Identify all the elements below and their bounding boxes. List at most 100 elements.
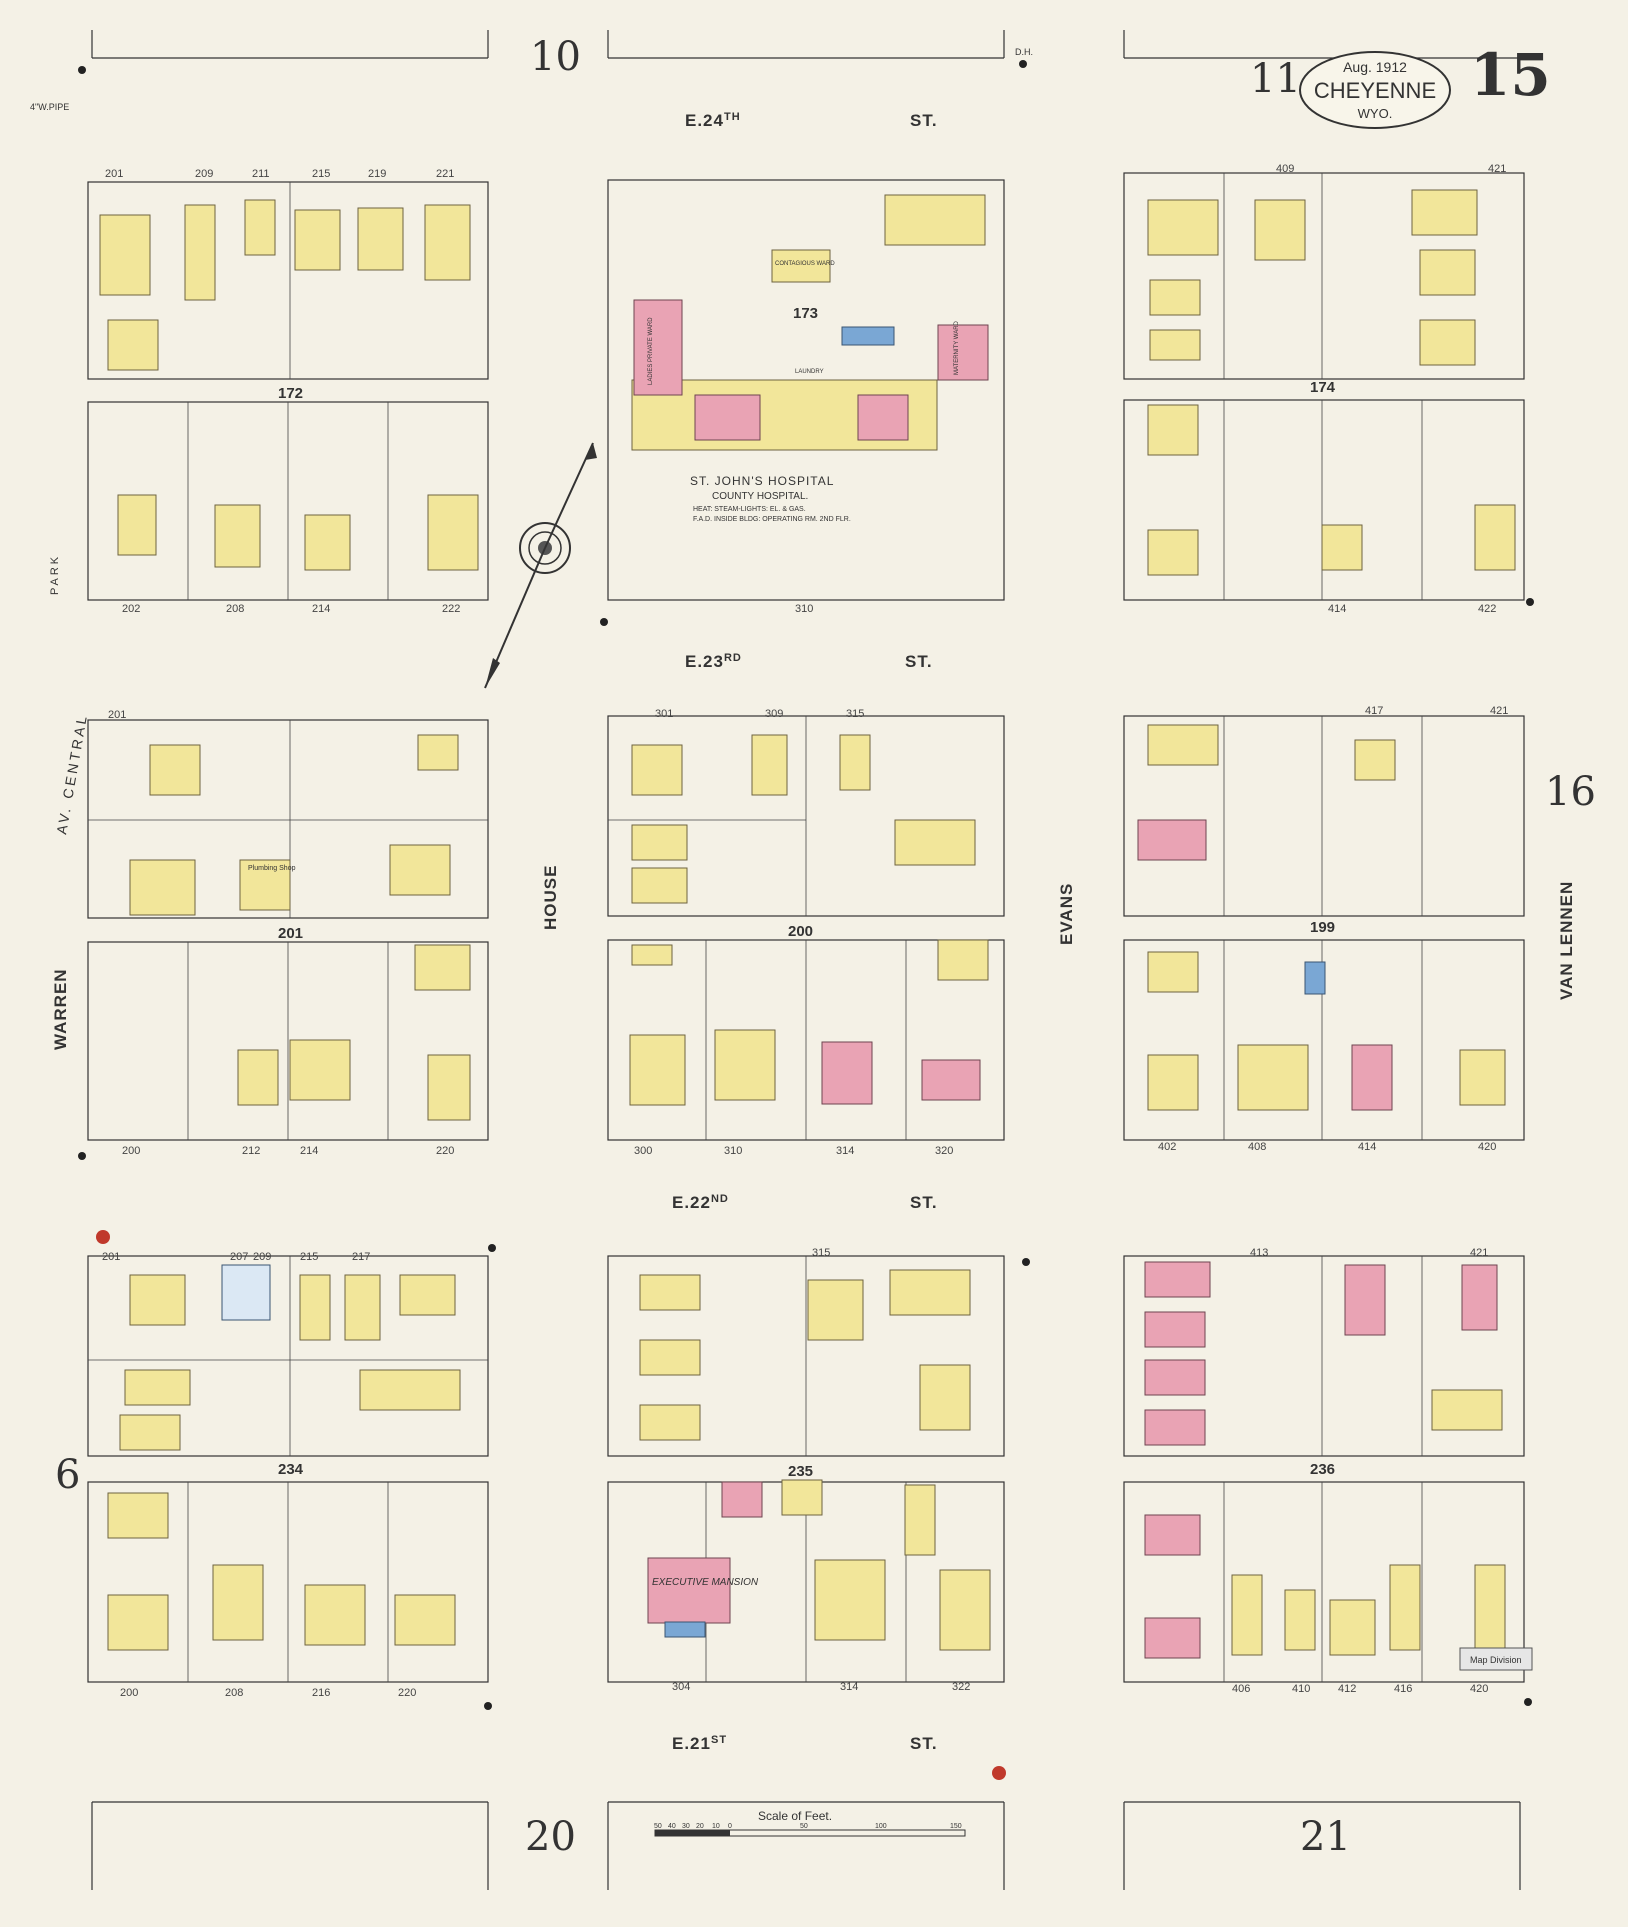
svg-text:215: 215 bbox=[300, 1251, 318, 1263]
ward-contagious: CONTAGIOUS WARD bbox=[775, 261, 835, 267]
block-172: 172 bbox=[278, 385, 303, 402]
svg-text:416: 416 bbox=[1394, 1683, 1412, 1695]
street-e21-suffix: ST bbox=[711, 1734, 727, 1746]
street-evans: EVANS bbox=[1057, 883, 1076, 945]
map-division-label: Map Division bbox=[1470, 1655, 1522, 1665]
sheet-borders bbox=[91, 30, 1521, 1890]
svg-text:309: 309 bbox=[765, 708, 783, 720]
dh-label: D.H. bbox=[1015, 47, 1033, 57]
svg-text:220: 220 bbox=[436, 1145, 454, 1157]
hydrant-icon bbox=[484, 1702, 492, 1710]
svg-text:50: 50 bbox=[800, 1823, 808, 1830]
block-236: 236 bbox=[1310, 1461, 1335, 1478]
street-e23: E.23RD bbox=[685, 652, 742, 671]
ward-maternity: MATERNITY WARD bbox=[954, 320, 960, 375]
adjoining-sheet-top-left[interactable]: 10 bbox=[530, 34, 581, 80]
svg-text:420: 420 bbox=[1478, 1141, 1496, 1153]
svg-text:408: 408 bbox=[1248, 1141, 1266, 1153]
fire-alarm-icon bbox=[992, 1766, 1006, 1780]
svg-text:421: 421 bbox=[1488, 163, 1506, 175]
svg-text:217: 217 bbox=[352, 1251, 370, 1263]
street-e21-name: E.21 bbox=[672, 1734, 711, 1753]
svg-text:412: 412 bbox=[1338, 1683, 1356, 1695]
svg-text:320: 320 bbox=[935, 1145, 953, 1157]
adjoining-sheet-left[interactable]: 6 bbox=[55, 1452, 80, 1498]
hospital-labels: ST. JOHN'S HOSPITAL COUNTY HOSPITAL. HEA… bbox=[648, 261, 960, 523]
sheet-number: 15 bbox=[1470, 41, 1551, 109]
block-outlines bbox=[87, 172, 1525, 1683]
svg-text:201: 201 bbox=[102, 1251, 120, 1263]
street-e23-st: ST. bbox=[905, 652, 933, 671]
brick-buildings bbox=[633, 299, 1498, 1659]
svg-text:420: 420 bbox=[1470, 1683, 1488, 1695]
hydrant-icon bbox=[1524, 1698, 1532, 1706]
city-name: CHEYENNE bbox=[1314, 78, 1436, 103]
street-e24-name: E.24 bbox=[685, 111, 724, 130]
adjoining-sheet-right[interactable]: 16 bbox=[1545, 769, 1596, 815]
svg-text:310: 310 bbox=[795, 603, 813, 615]
block-173: 173 bbox=[793, 305, 818, 322]
plumbing-shop-label: Plumbing Shop bbox=[248, 865, 296, 872]
svg-text:219: 219 bbox=[368, 168, 386, 180]
svg-text:10: 10 bbox=[712, 1823, 720, 1830]
svg-text:0: 0 bbox=[728, 1823, 732, 1830]
svg-text:150: 150 bbox=[950, 1823, 962, 1830]
street-park: PARK bbox=[49, 554, 61, 595]
svg-text:209: 209 bbox=[253, 1251, 271, 1263]
svg-text:421: 421 bbox=[1490, 705, 1508, 717]
svg-text:222: 222 bbox=[442, 603, 460, 615]
svg-text:414: 414 bbox=[1328, 603, 1346, 615]
svg-text:314: 314 bbox=[836, 1145, 854, 1157]
svg-text:414: 414 bbox=[1358, 1141, 1376, 1153]
street-house: HOUSE bbox=[541, 865, 560, 930]
street-e23-name: E.23 bbox=[685, 652, 724, 671]
house-numbers: 201 209 211 215 219 221 202 208 214 222 … bbox=[102, 163, 1508, 1699]
svg-text:208: 208 bbox=[225, 1687, 243, 1699]
svg-text:314: 314 bbox=[840, 1681, 858, 1693]
executive-mansion-label: EXECUTIVE MANSION bbox=[652, 1577, 759, 1588]
scale-of-feet: Scale of Feet. 50 40 30 20 10 0 50 100 1… bbox=[654, 1809, 966, 1837]
map-division-stamp: Map Division bbox=[1459, 1647, 1533, 1671]
svg-text:402: 402 bbox=[1158, 1141, 1176, 1153]
compass-rose-icon bbox=[484, 442, 597, 689]
svg-text:215: 215 bbox=[312, 168, 330, 180]
street-e24-suffix: TH bbox=[724, 111, 741, 123]
svg-text:100: 100 bbox=[875, 1823, 887, 1830]
street-warren: WARREN bbox=[51, 968, 70, 1050]
hydrant-icon bbox=[1019, 60, 1027, 68]
svg-text:200: 200 bbox=[120, 1687, 138, 1699]
street-e21: E.21ST bbox=[672, 1734, 727, 1753]
svg-text:413: 413 bbox=[1250, 1247, 1268, 1259]
hydrant-icon bbox=[78, 1152, 86, 1160]
block-174: 174 bbox=[1310, 379, 1336, 396]
hospital-subtitle: COUNTY HOSPITAL. bbox=[712, 491, 808, 502]
block-201: 201 bbox=[278, 925, 303, 942]
svg-text:300: 300 bbox=[634, 1145, 652, 1157]
adjoining-sheet-top-right[interactable]: 11 bbox=[1250, 56, 1301, 102]
stone-buildings bbox=[221, 326, 1326, 1638]
map-date: Aug. 1912 bbox=[1343, 59, 1407, 75]
svg-text:315: 315 bbox=[812, 1247, 830, 1259]
hydrant-icon bbox=[488, 1244, 496, 1252]
title-cartouche: Aug. 1912 CHEYENNE WYO. bbox=[1299, 51, 1451, 129]
svg-text:421: 421 bbox=[1470, 1247, 1488, 1259]
block-235: 235 bbox=[788, 1463, 813, 1480]
hospital-name: ST. JOHN'S HOSPITAL bbox=[690, 474, 834, 488]
svg-text:214: 214 bbox=[300, 1145, 318, 1157]
adjoining-sheet-bottom-right[interactable]: 21 bbox=[1300, 1814, 1351, 1860]
svg-text:216: 216 bbox=[312, 1687, 330, 1699]
ward-ladies: LADIES PRIVATE WARD bbox=[648, 317, 654, 385]
svg-text:200: 200 bbox=[122, 1145, 140, 1157]
street-e22-name: E.22 bbox=[672, 1193, 711, 1212]
svg-text:417: 417 bbox=[1365, 705, 1383, 717]
svg-text:207: 207 bbox=[230, 1251, 248, 1263]
block-234: 234 bbox=[278, 1461, 304, 1478]
hospital-note-1: HEAT: STEAM-LIGHTS: EL. & GAS. bbox=[693, 506, 806, 513]
adjoining-sheet-bottom-left[interactable]: 20 bbox=[525, 1814, 576, 1860]
pipe-label: 4"W.PIPE bbox=[30, 102, 69, 112]
svg-text:310: 310 bbox=[724, 1145, 742, 1157]
svg-text:201: 201 bbox=[108, 709, 126, 721]
hydrant-markers bbox=[78, 60, 1534, 1780]
street-central-av: AV. CENTRAL bbox=[53, 712, 90, 835]
